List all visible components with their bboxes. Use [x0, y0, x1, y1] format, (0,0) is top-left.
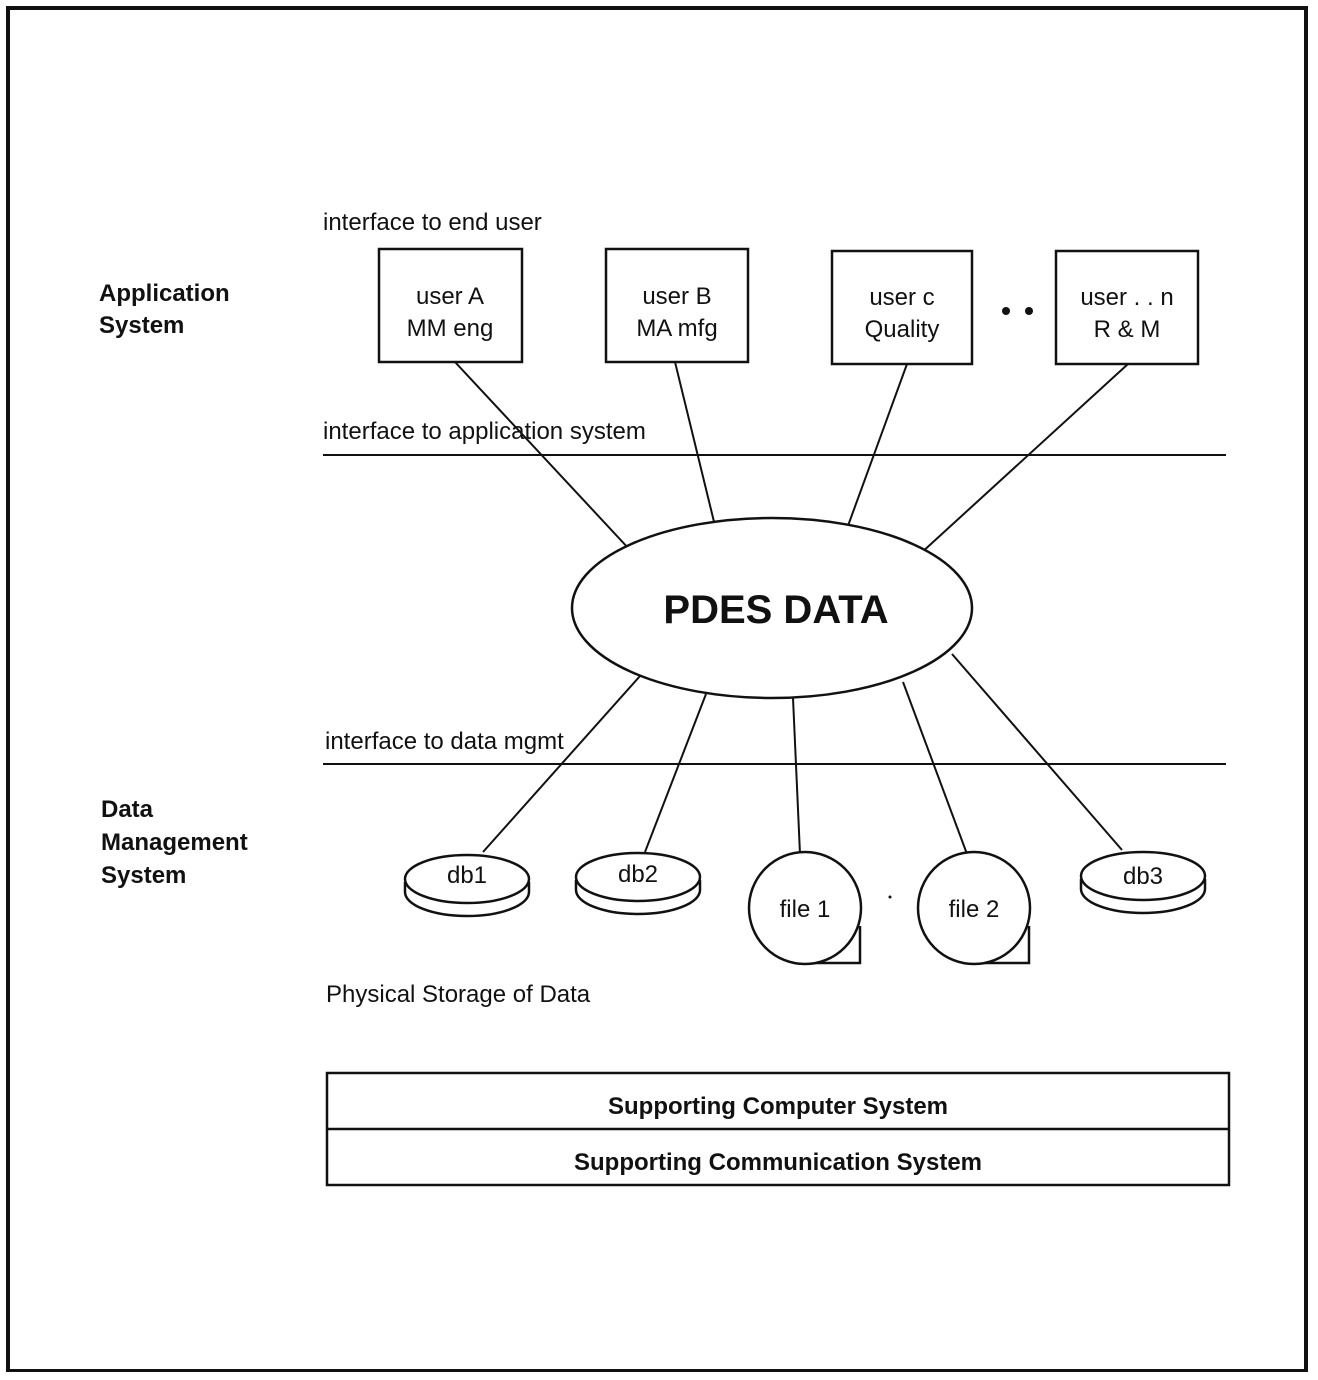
- file1-reel: file 1: [747, 850, 863, 966]
- user-box-n-line2: R & M: [1094, 316, 1161, 343]
- supporting-communication-system-label: Supporting Communication System: [574, 1149, 982, 1176]
- user-box-a-line1: user A: [416, 283, 484, 310]
- db3-disk: db3: [1079, 850, 1207, 915]
- file2-label: file 2: [949, 896, 1000, 923]
- layer-label-data-mgmt-2: Management: [101, 829, 248, 856]
- connector-user-n: [919, 363, 1129, 555]
- user-box-b: user B MA mfg: [604, 247, 750, 364]
- db3-label: db3: [1123, 863, 1163, 890]
- connector-user-b: [674, 361, 717, 531]
- layer-label-application-2: System: [99, 312, 184, 339]
- layer-label-data-mgmt-1: Data: [101, 796, 154, 823]
- user-box-c-line1: user c: [869, 284, 934, 311]
- connector-user-c: [844, 363, 908, 535]
- physical-storage-caption: Physical Storage of Data: [326, 981, 591, 1008]
- interface-data-mgmt-label: interface to data mgmt: [325, 728, 564, 755]
- file1-label: file 1: [780, 896, 831, 923]
- ellipsis-dots: [1002, 307, 1033, 315]
- user-box-a: user A MM eng: [377, 247, 524, 364]
- speck: [888, 895, 892, 899]
- diagram-frame: [6, 6, 1308, 1372]
- pdes-data-label: PDES DATA: [663, 588, 888, 632]
- interface-application-label: interface to application system: [323, 418, 646, 445]
- connector-db3: [951, 653, 1123, 851]
- file2-reel: file 2: [916, 850, 1032, 966]
- pdes-data-node: PDES DATA: [570, 516, 974, 700]
- user-box-n: user . . n R & M: [1054, 249, 1200, 366]
- layer-label-application-1: Application: [99, 280, 230, 307]
- connector-file2: [902, 681, 968, 855]
- supporting-systems-stack: Supporting Computer System Supporting Co…: [325, 1071, 1231, 1187]
- user-box-b-line2: MA mfg: [636, 315, 717, 342]
- layer-label-data-mgmt-3: System: [101, 862, 186, 889]
- db2-disk: db2: [574, 851, 702, 916]
- user-box-c-line2: Quality: [865, 316, 940, 343]
- user-box-b-line1: user B: [642, 283, 711, 310]
- user-box-a-line2: MM eng: [407, 315, 494, 342]
- connector-db2: [644, 693, 707, 853]
- interface-end-user-label: interface to end user: [323, 209, 542, 236]
- user-box-c: user c Quality: [830, 249, 974, 366]
- user-box-n-line1: user . . n: [1080, 284, 1173, 311]
- supporting-computer-system-label: Supporting Computer System: [608, 1093, 948, 1120]
- db1-disk: db1: [403, 853, 531, 918]
- db1-label: db1: [447, 862, 487, 889]
- connector-file1: [792, 697, 801, 855]
- db2-label: db2: [618, 861, 658, 888]
